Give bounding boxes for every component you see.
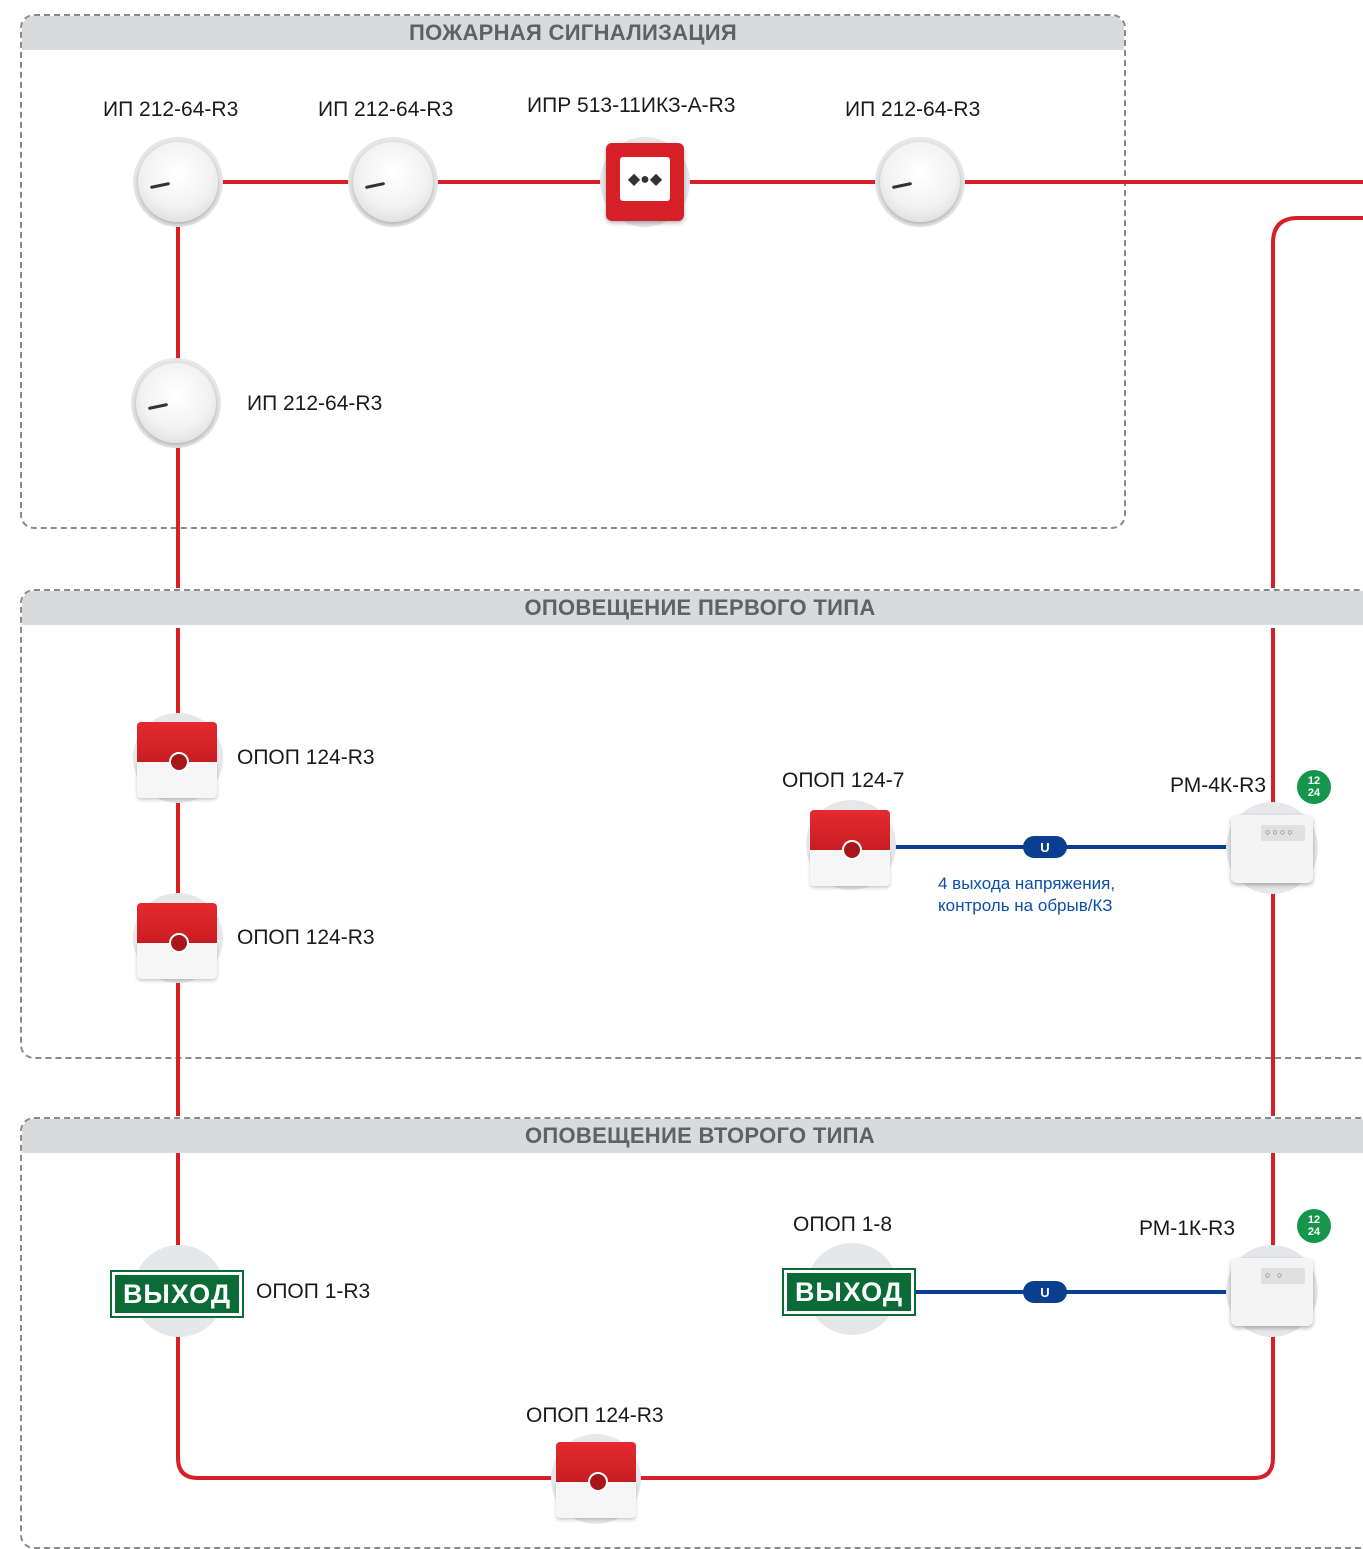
device-label: ИП 212-64-R3 <box>103 98 239 121</box>
voltage-output-marker: U <box>1023 836 1067 858</box>
section-title: ОПОВЕЩЕНИЕ ВТОРОГО ТИПА <box>22 1119 1363 1153</box>
device-label: ОПОП 1-8 <box>793 1213 893 1236</box>
device-label: ИП 212-64-R3 <box>845 98 981 121</box>
voltage-output-marker: U <box>1023 1281 1067 1303</box>
smoke-detector-icon[interactable] <box>880 142 960 222</box>
device-label: ОПОП 1-R3 <box>256 1280 371 1303</box>
device-label: ОПОП 124-R3 <box>237 926 375 949</box>
voltage-badge-bottom: 24 <box>1307 1226 1321 1238</box>
relay-module-icon[interactable]: ○ ○ <box>1231 1258 1313 1326</box>
exit-sign-icon[interactable]: ВЫХОД <box>112 1272 242 1316</box>
device-label: ИП 212-64-R3 <box>247 392 383 415</box>
voltage-badge-top: 12 <box>1307 775 1321 787</box>
siren-icon[interactable] <box>556 1442 636 1518</box>
device-label: ИПР 513-11ИКЗ-А-R3 <box>527 94 736 117</box>
siren-icon[interactable] <box>810 810 890 886</box>
section-fire-alarm: ПОЖАРНАЯ СИГНАЛИЗАЦИЯ <box>20 14 1126 529</box>
wire-right-return-upper <box>1271 216 1363 588</box>
device-label: РМ-4К-R3 <box>1170 774 1267 797</box>
section-title: ОПОВЕЩЕНИЕ ПЕРВОГО ТИПА <box>22 591 1363 625</box>
device-label: ИП 212-64-R3 <box>318 98 454 121</box>
section-alert-type1: ОПОВЕЩЕНИЕ ПЕРВОГО ТИПА <box>20 589 1363 1059</box>
voltage-badge: 12 24 <box>1297 770 1331 804</box>
manual-call-point-icon[interactable]: ◆●◆ <box>606 143 684 221</box>
relay-module-icon[interactable]: ○○○○ <box>1231 815 1313 883</box>
siren-icon[interactable] <box>137 903 217 979</box>
section-alert-type2: ОПОВЕЩЕНИЕ ВТОРОГО ТИПА <box>20 1117 1363 1549</box>
output-note: 4 выхода напряжения, контроль на обрыв/К… <box>938 873 1115 917</box>
device-label: РМ-1К-R3 <box>1139 1217 1236 1240</box>
siren-icon[interactable] <box>137 722 217 798</box>
device-label: ОПОП 124-7 <box>782 769 905 792</box>
smoke-detector-icon[interactable] <box>138 142 218 222</box>
output-note-line2: контроль на обрыв/КЗ <box>938 896 1113 915</box>
section-title: ПОЖАРНАЯ СИГНАЛИЗАЦИЯ <box>22 16 1124 50</box>
device-label: ОПОП 124-R3 <box>526 1404 664 1427</box>
output-note-line1: 4 выхода напряжения, <box>938 874 1116 893</box>
device-label: ОПОП 124-R3 <box>237 746 375 769</box>
exit-sign-icon[interactable]: ВЫХОД <box>784 1270 914 1314</box>
voltage-badge: 12 24 <box>1297 1209 1331 1243</box>
smoke-detector-icon[interactable] <box>353 142 433 222</box>
smoke-detector-icon[interactable] <box>136 363 216 443</box>
voltage-badge-top: 12 <box>1307 1214 1321 1226</box>
voltage-badge-bottom: 24 <box>1307 787 1321 799</box>
wire-left-vertical-lower <box>176 1153 1275 1480</box>
